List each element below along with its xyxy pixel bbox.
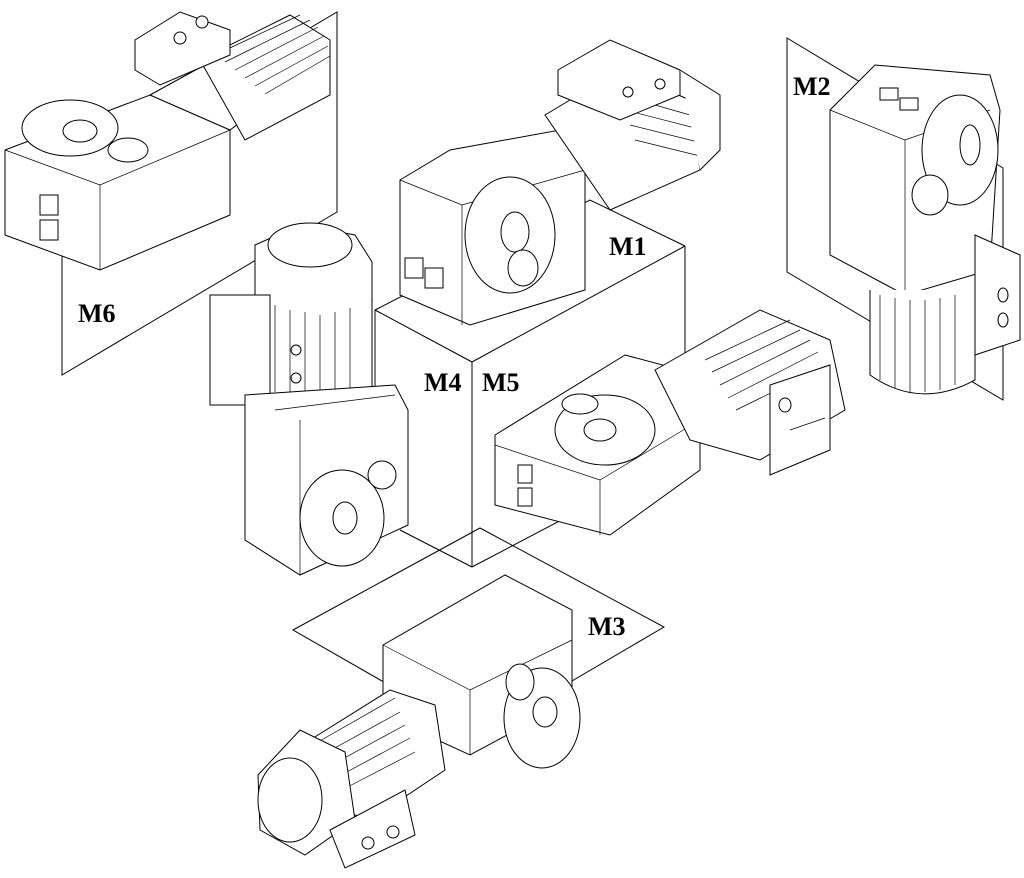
gearmotor-m5: [494, 309, 846, 536]
label-m5: M5: [482, 368, 520, 397]
gearmotor-m3: [257, 574, 581, 869]
gearmotor-m1: [399, 39, 721, 326]
label-m1: M1: [609, 232, 647, 261]
gearmotor-m4: [209, 222, 409, 576]
gearmotor-m2: [829, 64, 1021, 395]
label-m4: M4: [424, 368, 462, 397]
label-m2: M2: [793, 72, 831, 101]
label-m3: M3: [588, 612, 626, 641]
label-m6: M6: [78, 299, 116, 328]
gearmotor-m6: [4, 11, 331, 271]
